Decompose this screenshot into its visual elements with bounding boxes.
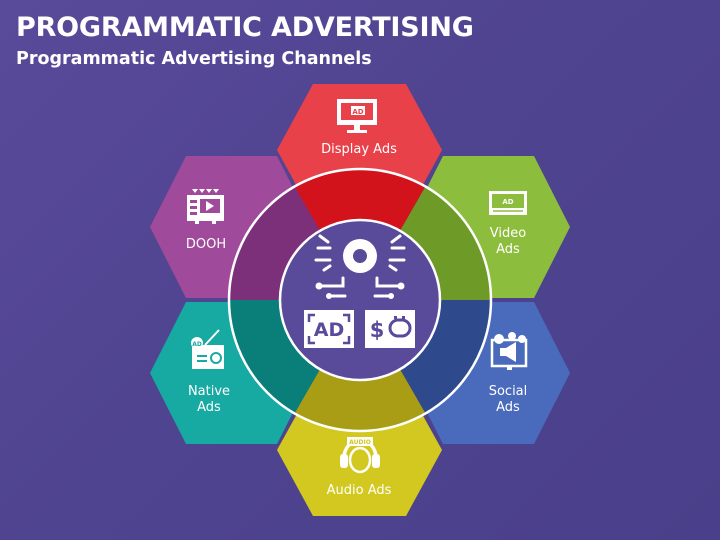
display-ad-monitor-icon: AD xyxy=(337,99,377,133)
ring-segment-social xyxy=(400,300,490,413)
video-player-icon: AD xyxy=(489,191,527,215)
digital-billboard-icon xyxy=(187,189,224,224)
display-icon-text: AD xyxy=(352,108,363,116)
ad-box-icon: AD xyxy=(304,310,354,348)
money-box-icon: $ xyxy=(365,310,415,348)
video-icon-text: AD xyxy=(502,198,513,206)
center-money-text: $ xyxy=(370,318,385,342)
label-social-line1: Social xyxy=(488,384,528,399)
label-native-line1: Native xyxy=(187,384,231,399)
label-dooh-line1: DOOH xyxy=(185,237,227,252)
label-native-line2: Ads xyxy=(197,400,221,415)
label-video-line2: Ads xyxy=(496,242,520,257)
ring-segment-video xyxy=(400,187,490,300)
center-ad-text: AD xyxy=(314,319,344,341)
label-social-line2: Ads xyxy=(496,400,520,415)
label-video-ads: Video Ads xyxy=(463,226,553,258)
page-title: PROGRAMMATIC ADVERTISING xyxy=(16,12,474,43)
channel-ring xyxy=(230,169,490,430)
ring-segment-display xyxy=(295,169,425,231)
label-audio-ads: Audio Ads xyxy=(314,483,404,499)
ring-segment-native xyxy=(230,300,320,413)
ring-outer-border xyxy=(227,167,493,433)
social-megaphone-icon xyxy=(490,332,528,370)
ring-segment-dooh xyxy=(230,187,320,300)
label-audio-line1: Audio Ads xyxy=(326,483,392,498)
brain-circuit-icon xyxy=(314,234,406,299)
headphones-icon: AUDIO xyxy=(340,437,380,474)
label-dooh: DOOH xyxy=(161,237,251,253)
label-display-line1: Display Ads xyxy=(321,142,397,157)
ring-segment-audio xyxy=(295,369,425,430)
label-native-ads: Native Ads xyxy=(164,384,254,416)
page-subtitle: Programmatic Advertising Channels xyxy=(16,49,372,69)
audio-icon-text: AUDIO xyxy=(349,439,371,446)
label-display-ads: Display Ads xyxy=(314,142,404,158)
label-social-ads: Social Ads xyxy=(463,384,553,416)
native-icon-text: AD xyxy=(192,341,202,348)
label-video-line1: Video xyxy=(489,226,527,241)
radio-icon: AD xyxy=(191,329,224,369)
